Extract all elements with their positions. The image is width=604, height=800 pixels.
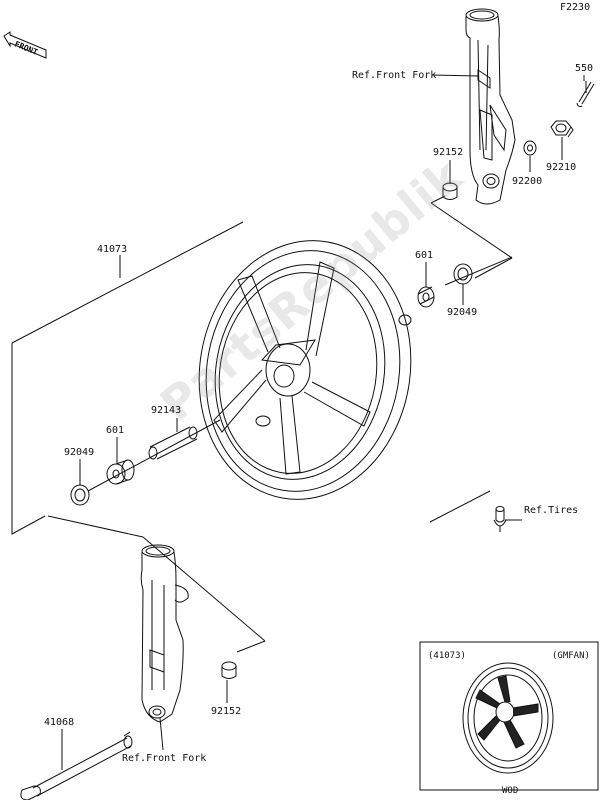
label-601-left: 601 [106, 425, 125, 436]
leader-lines [61, 74, 585, 770]
figure-code: F2230 [560, 2, 591, 13]
label-92143: 92143 [151, 405, 182, 416]
part-tire-valve [493, 506, 507, 532]
label-ref-front-fork-top: Ref.Front Fork [352, 70, 437, 81]
inset-box [419, 641, 599, 791]
part-92049-seal-right [444, 256, 513, 286]
part-92210-nut [550, 120, 574, 138]
label-92049-right: 92049 [447, 307, 478, 318]
front-fork-left [140, 544, 189, 723]
label-41073: 41073 [97, 244, 128, 255]
label-92200: 92200 [512, 176, 543, 187]
inset-part-number: (41073) [428, 651, 466, 661]
label-92152-top: 92152 [433, 147, 464, 158]
label-550: 550 [575, 63, 594, 74]
part-92200-washer [523, 140, 537, 156]
part-92152-collar-bottom [221, 661, 237, 679]
assembly-bracket-right [430, 195, 513, 279]
front-wheel [198, 240, 412, 500]
front-arrow-icon: FRONT [3, 31, 47, 59]
part-550-cotter-pin [576, 81, 595, 108]
label-92210: 92210 [546, 162, 577, 173]
part-601-bearing-right [417, 286, 435, 308]
front-fork-right [465, 8, 516, 205]
assembly-frame-main [11, 221, 491, 653]
part-92049-seal-left [70, 419, 221, 506]
label-92152-bottom: 92152 [211, 706, 242, 717]
label-41068: 41068 [44, 717, 75, 728]
part-92143-spacer [148, 426, 198, 460]
part-601-bearing-left [106, 459, 135, 485]
label-ref-tires: Ref.Tires [524, 505, 579, 516]
label-ref-front-fork-bottom: Ref.Front Fork [122, 753, 207, 764]
inset-color-code: (GMFAN) [552, 651, 590, 661]
label-601-right: 601 [415, 250, 434, 261]
label-92049-left: 92049 [64, 447, 95, 458]
inset-footer: WOD [502, 786, 519, 796]
part-41068-axle [20, 731, 133, 800]
